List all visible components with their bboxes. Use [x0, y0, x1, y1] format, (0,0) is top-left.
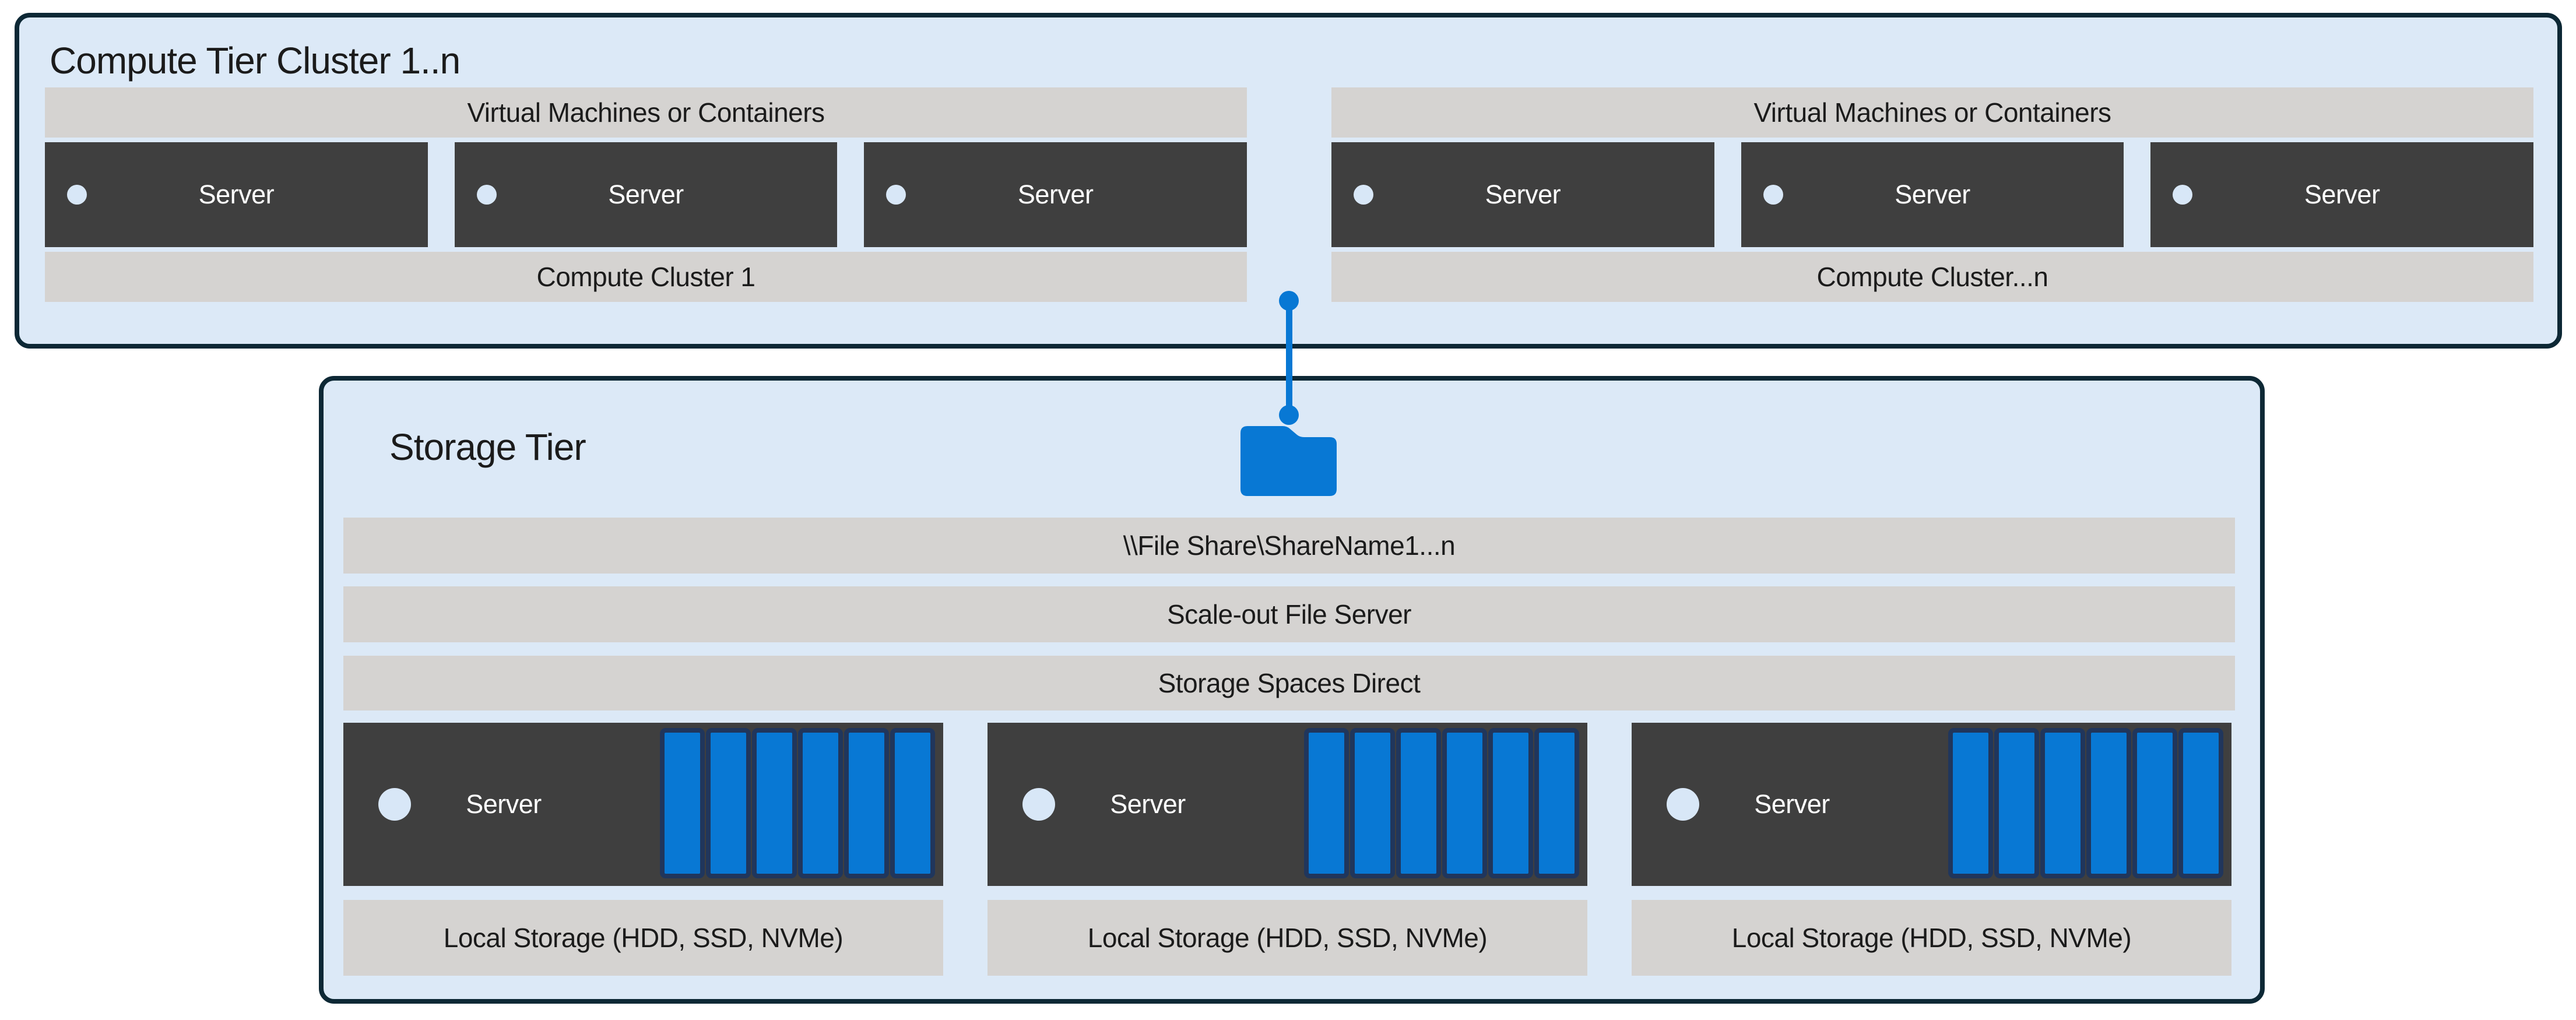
disk-array — [1948, 728, 2223, 878]
disk — [1304, 728, 1349, 878]
disk — [2132, 728, 2177, 878]
storage-server: Server — [343, 723, 943, 886]
scale-out-file-server-layer-bar: Scale-out File Server — [343, 586, 2235, 642]
disk — [890, 728, 935, 878]
disk — [752, 728, 797, 878]
server-dot-icon — [1354, 185, 1373, 205]
disk — [706, 728, 751, 878]
disk — [2086, 728, 2131, 878]
disk — [1396, 728, 1441, 878]
server-label: Server — [1017, 180, 1094, 209]
server-label: Server — [1485, 180, 1561, 209]
server-dot-icon — [1667, 788, 1699, 821]
disk — [2178, 728, 2223, 878]
server-label: Server — [466, 789, 542, 819]
local-storage-bar: Local Storage (HDD, SSD, NVMe) — [987, 900, 1587, 976]
disk — [1350, 728, 1395, 878]
local-storage-bar: Local Storage (HDD, SSD, NVMe) — [1632, 900, 2231, 976]
compute-server: Server — [864, 142, 1247, 247]
compute-cluster-1: Virtual Machines or Containers Server Se… — [45, 87, 1247, 302]
server-label: Server — [608, 180, 684, 209]
disk — [798, 728, 843, 878]
server-dot-icon — [1763, 185, 1783, 205]
server-dot-icon — [2173, 185, 2193, 205]
disk — [1994, 728, 2039, 878]
disk — [1534, 728, 1579, 878]
server-label: Server — [1754, 789, 1830, 819]
server-dot-icon — [67, 185, 87, 205]
compute-tier-title: Compute Tier Cluster 1..n — [50, 40, 461, 82]
disk — [1948, 728, 1993, 878]
disk-array — [1304, 728, 1579, 878]
storage-spaces-direct-layer-bar: Storage Spaces Direct — [343, 656, 2235, 711]
compute-tier-box: Compute Tier Cluster 1..n Virtual Machin… — [15, 13, 2562, 349]
disk — [844, 728, 889, 878]
compute-server: Server — [1741, 142, 2124, 247]
server-label: Server — [2304, 180, 2380, 209]
file-share-folder-icon — [1240, 421, 1337, 496]
vm-layer-bar: Virtual Machines or Containers — [1331, 87, 2533, 138]
file-share-layer-bar: \\File Share\ShareName1...n — [343, 518, 2235, 574]
disk — [1442, 728, 1487, 878]
server-dot-icon — [378, 788, 411, 821]
compute-server: Server — [45, 142, 428, 247]
storage-tier-box: Storage Tier \\File Share\ShareName1...n… — [319, 376, 2265, 1004]
server-label: Server — [198, 180, 275, 209]
compute-server: Server — [1331, 142, 1714, 247]
connector-line — [1286, 301, 1292, 415]
local-storage-bar: Local Storage (HDD, SSD, NVMe) — [343, 900, 943, 976]
server-dot-icon — [476, 185, 497, 205]
compute-server: Server — [2150, 142, 2534, 247]
connector-bottom-dot — [1279, 405, 1299, 425]
cluster-footer-bar: Compute Cluster...n — [1331, 252, 2533, 302]
server-row: Server Server Server — [45, 142, 1247, 247]
storage-tier-title: Storage Tier — [389, 426, 586, 468]
vm-layer-bar: Virtual Machines or Containers — [45, 87, 1247, 138]
server-dot-icon — [1022, 788, 1055, 821]
disk-array — [660, 728, 935, 878]
cluster-footer-bar: Compute Cluster 1 — [45, 252, 1247, 302]
disk — [1488, 728, 1533, 878]
server-dot-icon — [886, 185, 906, 205]
storage-server: Server — [1632, 723, 2231, 886]
server-label: Server — [1110, 789, 1186, 819]
disk — [2040, 728, 2085, 878]
server-label: Server — [1895, 180, 1970, 209]
compute-cluster-n: Virtual Machines or Containers Server Se… — [1331, 87, 2534, 302]
disk — [660, 728, 705, 878]
compute-server: Server — [454, 142, 838, 247]
storage-server: Server — [987, 723, 1587, 886]
server-row: Server Server Server — [1331, 142, 2534, 247]
